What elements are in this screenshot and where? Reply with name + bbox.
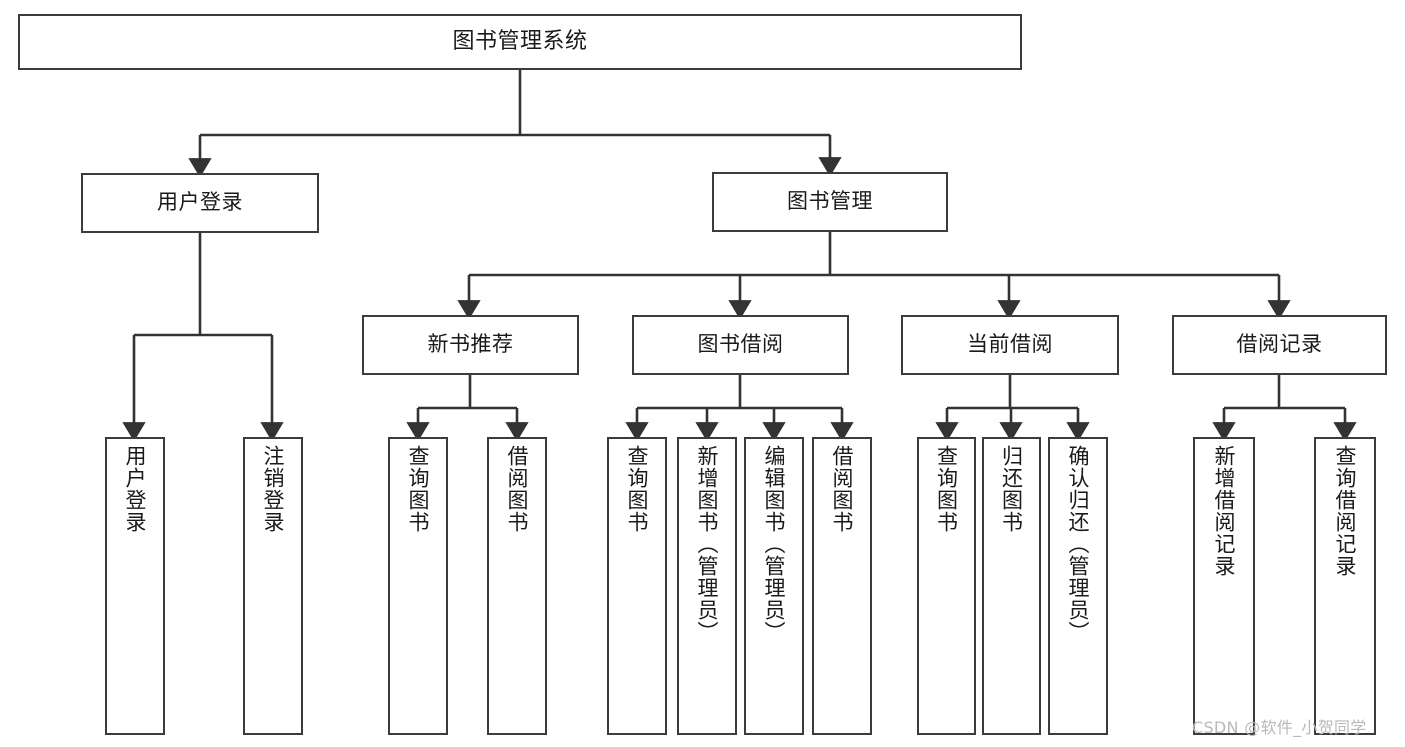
node-root-label: 图书管理系统	[452, 28, 588, 54]
node-leaf-return-book-label: 归还图书	[999, 445, 1024, 533]
node-leaf-add-record-label: 新增借阅记录	[1212, 445, 1237, 577]
node-leaf-query-record[interactable]: 查询借阅记录	[1314, 437, 1376, 735]
node-new-book-recommend-label: 新书推荐	[427, 332, 514, 357]
csdn-watermark: CSDN @软件_小贺同学	[1192, 718, 1367, 737]
node-leaf-query-book-b-label: 查询图书	[625, 445, 650, 533]
node-leaf-edit-book[interactable]: 编辑图书（管理员）	[744, 437, 804, 735]
node-leaf-borrow-book-b[interactable]: 借阅图书	[812, 437, 872, 735]
node-current-borrow-label: 当前借阅	[967, 332, 1053, 357]
node-current-borrow[interactable]: 当前借阅	[901, 315, 1119, 375]
node-leaf-add-book-label: 新增图书（管理员）	[695, 445, 720, 643]
node-leaf-query-book-rec[interactable]: 查询图书	[388, 437, 448, 735]
node-leaf-return-book[interactable]: 归还图书	[982, 437, 1041, 735]
node-leaf-borrow-book-rec[interactable]: 借阅图书	[487, 437, 547, 735]
node-leaf-add-record[interactable]: 新增借阅记录	[1193, 437, 1255, 735]
node-book-manage-label: 图书管理	[787, 189, 873, 214]
node-book-manage[interactable]: 图书管理	[712, 172, 948, 232]
node-user-login-label: 用户登录	[157, 190, 243, 215]
node-leaf-query-book-c-label: 查询图书	[934, 445, 959, 533]
node-book-borrow[interactable]: 图书借阅	[632, 315, 849, 375]
node-root[interactable]: 图书管理系统	[18, 14, 1022, 70]
node-leaf-query-record-label: 查询借阅记录	[1333, 445, 1358, 577]
node-leaf-logout[interactable]: 注销登录	[243, 437, 303, 735]
node-leaf-user-login[interactable]: 用户登录	[105, 437, 165, 735]
node-new-book-recommend[interactable]: 新书推荐	[362, 315, 579, 375]
node-borrow-record[interactable]: 借阅记录	[1172, 315, 1387, 375]
node-leaf-edit-book-label: 编辑图书（管理员）	[762, 445, 787, 643]
node-leaf-query-book-rec-label: 查询图书	[406, 445, 431, 533]
node-leaf-borrow-book-rec-label: 借阅图书	[505, 445, 530, 533]
node-leaf-query-book-b[interactable]: 查询图书	[607, 437, 667, 735]
node-borrow-record-label: 借阅记录	[1236, 332, 1323, 357]
node-leaf-confirm-return[interactable]: 确认归还（管理员）	[1048, 437, 1108, 735]
node-leaf-add-book[interactable]: 新增图书（管理员）	[677, 437, 737, 735]
node-leaf-confirm-return-label: 确认归还（管理员）	[1066, 445, 1091, 643]
node-book-borrow-label: 图书借阅	[697, 332, 784, 357]
node-leaf-borrow-book-b-label: 借阅图书	[830, 445, 855, 533]
node-leaf-user-login-label: 用户登录	[123, 445, 148, 533]
node-leaf-logout-label: 注销登录	[261, 445, 286, 533]
node-leaf-query-book-c[interactable]: 查询图书	[917, 437, 976, 735]
node-user-login[interactable]: 用户登录	[81, 173, 319, 233]
